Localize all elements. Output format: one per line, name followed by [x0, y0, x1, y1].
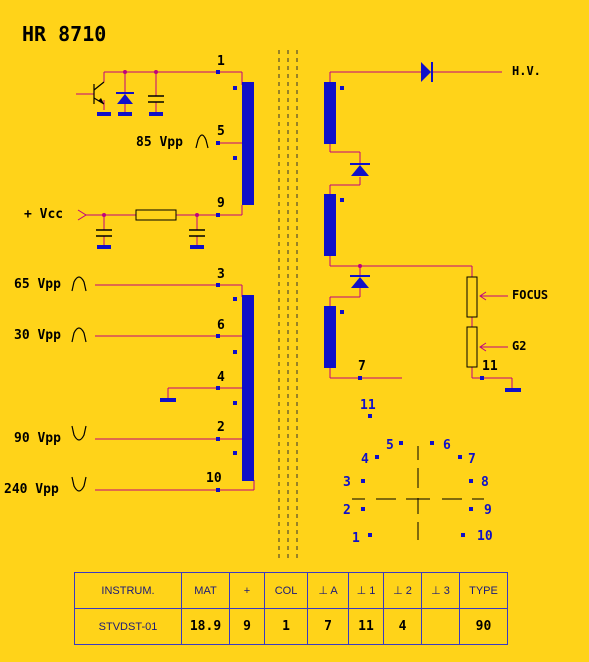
vcc-filter-capacitors [96, 229, 205, 237]
signal-30vpp: 30 Vpp [14, 328, 61, 343]
spec-table: INSTRUM. MAT + COL ⊥ A ⊥ 1 ⊥ 2 ⊥ 3 TYPE … [74, 572, 508, 645]
spec-header-mat: MAT [181, 572, 230, 609]
pinout-7: 7 [468, 452, 476, 467]
pin-label-1: 1 [217, 54, 225, 69]
primary-pin-terminals [216, 70, 220, 492]
hv-label: H.V. [512, 64, 541, 78]
cascade-diodes [350, 163, 370, 288]
pinout-1: 1 [352, 531, 360, 546]
pinout-6: 6 [443, 438, 451, 453]
spec-value-plus: 9 [229, 608, 265, 645]
spec-value-row: STVDST-01 18.9 9 1 7 11 4 90 [74, 608, 508, 645]
pinout-9: 9 [484, 503, 492, 518]
divider-resistors [466, 276, 478, 368]
secondary-junction [358, 264, 362, 268]
secondary-terminals [358, 376, 484, 380]
secondary-labels: H.V. FOCUS G2 7 11 [358, 64, 548, 374]
pinout-crosshair [352, 446, 484, 540]
signal-labels: + Vcc 85 Vpp 65 Vpp 30 Vpp 90 Vpp 240 Vp… [4, 135, 183, 497]
spec-header-row: INSTRUM. MAT + COL ⊥ A ⊥ 1 ⊥ 2 ⊥ 3 TYPE [74, 572, 508, 609]
pulse-icon-240 [71, 476, 87, 492]
primary-winding-lower [242, 295, 254, 481]
pin-label-5: 5 [217, 124, 225, 139]
pulse-waveforms [71, 134, 209, 492]
damper-diode [116, 92, 134, 104]
spec-value-type: 90 [459, 608, 508, 645]
pinout-5: 5 [386, 438, 394, 453]
pinout-3: 3 [343, 475, 351, 490]
secondary-pin-7: 7 [358, 359, 366, 374]
secondary-windings [324, 82, 336, 368]
pin-label-9: 9 [217, 196, 225, 211]
ground-bar-pin4 [160, 398, 176, 402]
spec-header-plus: + [229, 572, 265, 609]
vcc-resistor [135, 209, 177, 221]
tuning-capacitor [148, 95, 164, 103]
pinout-4: 4 [361, 452, 369, 467]
spec-header-ground-2: ⊥ 2 [383, 572, 422, 609]
pinout-pin-dots [361, 414, 473, 537]
spec-header-col: COL [264, 572, 308, 609]
spec-value-mat: 18.9 [181, 608, 230, 645]
spec-header-type: TYPE [459, 572, 508, 609]
pulse-icon-30 [71, 327, 87, 343]
spec-value-ground-1: 11 [348, 608, 384, 645]
pulse-icon-85 [195, 134, 209, 149]
pinout-pin-labels: 11 5 6 4 7 3 8 2 9 1 10 [343, 398, 493, 546]
primary-junctions [102, 70, 199, 217]
spec-header-ground-3: ⊥ 3 [421, 572, 460, 609]
secondary-polarity-dots [340, 86, 344, 314]
primary-polarity-dots [233, 86, 237, 455]
pinout-8: 8 [481, 475, 489, 490]
diagram-title: HR 8710 [22, 22, 106, 46]
signal-85vpp: 85 Vpp [136, 135, 183, 150]
pulse-icon-90 [71, 425, 87, 441]
spec-header-ground-a: ⊥ A [307, 572, 349, 609]
spec-header-instrum: INSTRUM. [74, 572, 182, 609]
ground-bars-top [97, 112, 163, 116]
transformer-core [278, 50, 298, 560]
pulse-icon-65 [71, 276, 87, 292]
transistor-emitter-arrow [98, 98, 104, 104]
pinout-2: 2 [343, 503, 351, 518]
primary-winding-upper [242, 82, 254, 205]
spec-header-ground-1: ⊥ 1 [348, 572, 384, 609]
spec-value-ground-a: 7 [307, 608, 349, 645]
signal-90vpp: 90 Vpp [14, 431, 61, 446]
ground-bar-pin11 [505, 388, 521, 392]
vcc-label: + Vcc [24, 207, 63, 222]
spec-value-col: 1 [264, 608, 308, 645]
ground-bars-vcc [97, 245, 204, 249]
pin-label-2: 2 [217, 420, 225, 435]
spec-value-instrum: STVDST-01 [74, 608, 182, 645]
secondary-wiring [329, 71, 513, 388]
pin-label-3: 3 [217, 267, 225, 282]
spec-value-ground-3 [421, 608, 460, 645]
signal-240vpp: 240 Vpp [4, 482, 59, 497]
pin-label-10: 10 [206, 471, 222, 486]
signal-65vpp: 65 Vpp [14, 277, 61, 292]
pin-label-6: 6 [217, 318, 225, 333]
primary-pin-labels: 1 5 9 3 6 4 2 10 [206, 54, 225, 486]
g2-label: G2 [512, 339, 526, 353]
pin-label-4: 4 [217, 370, 225, 385]
secondary-pin-11: 11 [482, 359, 498, 374]
spec-value-ground-2: 4 [383, 608, 422, 645]
hv-diode [421, 62, 433, 82]
pinout-10: 10 [477, 529, 493, 544]
focus-label: FOCUS [512, 288, 548, 302]
pinout-11: 11 [360, 398, 376, 413]
